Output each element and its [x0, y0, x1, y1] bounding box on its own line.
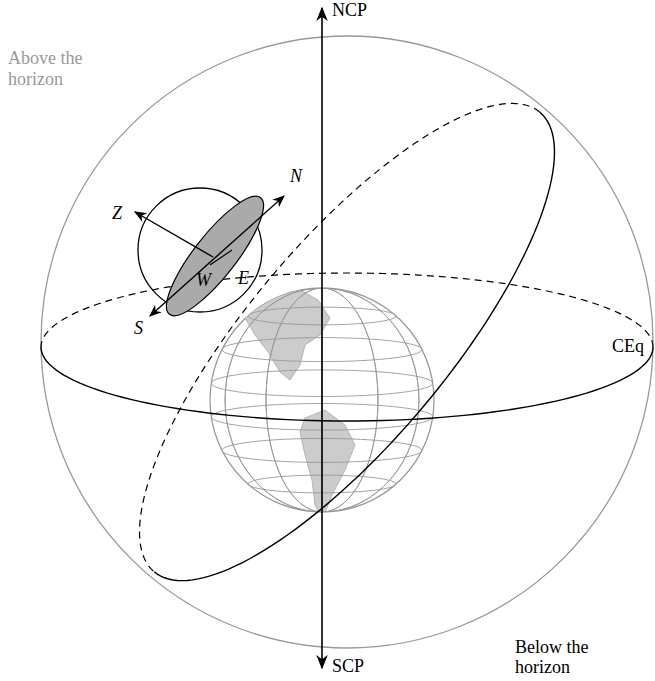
- direction-label: Z: [112, 203, 122, 224]
- region-label: Above the horizon: [8, 48, 98, 89]
- horizon-circle-back: [140, 103, 540, 571]
- region-label: Below the horizon: [515, 637, 625, 678]
- pole-label: NCP: [332, 0, 367, 21]
- polar-axis: [321, 8, 323, 668]
- pole-label: SCP: [332, 656, 364, 677]
- equator-label: CEq: [612, 336, 644, 357]
- sphere-outline: [41, 36, 653, 648]
- direction-label: E: [238, 268, 249, 289]
- direction-label: N: [290, 166, 302, 187]
- direction-label: S: [134, 318, 143, 339]
- celestial-equator-front: [41, 347, 653, 421]
- direction-label: W: [196, 270, 211, 291]
- observer-horizon: [135, 185, 284, 327]
- horizon-circle-front: [154, 112, 554, 580]
